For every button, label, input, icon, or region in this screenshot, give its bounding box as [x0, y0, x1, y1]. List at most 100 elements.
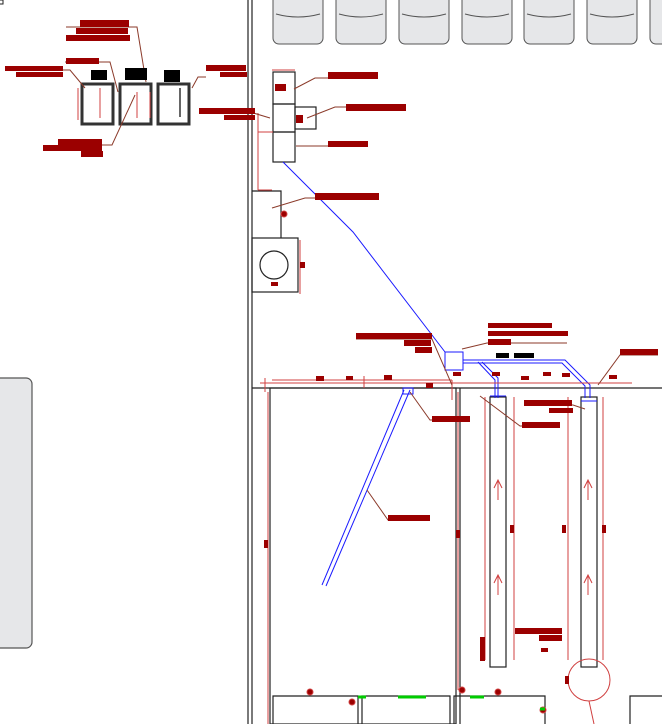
redacted-labels — [5, 20, 658, 684]
redacted-label — [315, 193, 379, 200]
leader-line — [461, 342, 567, 350]
redacted-label — [76, 28, 128, 34]
redacted-label — [456, 530, 460, 538]
fixture-marker — [458, 686, 466, 694]
parking-car-line — [464, 13, 510, 18]
redacted-label — [346, 104, 406, 111]
redacted-label — [488, 323, 552, 328]
redacted-label — [264, 540, 268, 548]
detail-callout-line — [588, 700, 595, 724]
detail-callout-circle — [567, 658, 611, 702]
redacted-label — [199, 108, 255, 114]
pipe-routes — [282, 161, 597, 587]
leader-line — [293, 77, 378, 90]
parking-car — [398, 0, 450, 45]
leader-line — [597, 354, 658, 386]
redacted-label — [562, 525, 566, 533]
parking-car — [649, 0, 662, 45]
redacted-label — [271, 282, 278, 286]
redacted-label — [549, 408, 573, 413]
parking-car-line — [338, 13, 384, 18]
pipe-segment — [325, 389, 411, 587]
redacted-label — [81, 151, 103, 157]
flow-arrow-icon — [583, 573, 593, 595]
redacted-label — [488, 331, 568, 336]
redacted-label — [543, 372, 551, 376]
parking-car — [272, 0, 324, 45]
redacted-label — [384, 375, 392, 380]
redacted-label — [43, 145, 102, 151]
tank-label-mark — [125, 68, 147, 80]
flow-arrow-icon — [493, 478, 503, 500]
parking-car-line — [526, 13, 572, 18]
parking-car — [461, 0, 513, 45]
pipe-segment — [402, 387, 414, 395]
redacted-label — [510, 525, 514, 533]
flow-arrow-icon — [583, 478, 593, 500]
flow-arrow-icon — [493, 573, 503, 595]
redacted-label — [356, 333, 432, 339]
redacted-label — [522, 422, 560, 428]
parking-car-line — [589, 13, 635, 18]
redacted-label — [488, 339, 511, 345]
pipe-segment — [463, 359, 591, 398]
redacted-label — [602, 525, 606, 533]
pipe-segment — [321, 389, 405, 586]
redacted-label — [432, 416, 470, 422]
parked-vehicle — [0, 377, 33, 649]
redacted-label — [515, 628, 562, 634]
redacted-label — [620, 349, 658, 355]
redacted-label — [300, 262, 305, 268]
parking-car — [586, 0, 638, 45]
leader-line — [191, 76, 206, 89]
pipe-segment — [477, 361, 496, 398]
redacted-label — [316, 376, 324, 381]
leader-line — [409, 391, 470, 421]
redacted-label — [565, 676, 569, 684]
redacted-label — [346, 376, 353, 380]
pipe-segment — [282, 161, 446, 353]
redacted-label — [415, 347, 432, 353]
redacted-label — [224, 115, 255, 120]
tank-label-mark — [164, 70, 180, 82]
redacted-label — [426, 383, 433, 388]
redacted-label — [492, 372, 500, 376]
black-tag — [496, 353, 509, 358]
redacted-label — [275, 84, 286, 91]
leader-line — [67, 94, 136, 146]
redacted-label — [296, 115, 303, 123]
redacted-label — [5, 66, 63, 71]
redacted-label — [206, 65, 246, 71]
redacted-label — [609, 375, 617, 379]
redacted-label — [16, 72, 63, 77]
redacted-label — [453, 372, 461, 376]
black-tag — [514, 353, 534, 358]
parking-car — [523, 0, 575, 45]
pipe-segment — [463, 362, 586, 398]
redacted-label — [58, 139, 102, 145]
redacted-label — [80, 20, 129, 27]
pipe-segment — [444, 351, 464, 371]
parking-car-line — [275, 13, 321, 18]
redacted-label — [524, 400, 572, 406]
fixture-marker — [348, 698, 356, 706]
fixture-marker — [494, 688, 502, 696]
redacted-label — [328, 141, 368, 147]
redacted-label — [66, 35, 130, 41]
redacted-label — [480, 637, 485, 661]
redacted-label — [66, 58, 99, 64]
leader-lines — [6, 26, 658, 633]
parking-car — [335, 0, 387, 45]
redacted-label — [404, 340, 431, 346]
redacted-label — [328, 72, 378, 79]
septic-tank-group — [80, 82, 191, 126]
redacted-label — [220, 72, 247, 77]
redacted-label — [521, 376, 529, 380]
pipe-segment — [481, 361, 499, 398]
fixture-marker — [306, 688, 314, 696]
parking-spaces — [0, 0, 662, 649]
redacted-label — [562, 373, 570, 377]
dimension-lines — [77, 69, 632, 724]
redacted-label — [541, 648, 548, 652]
